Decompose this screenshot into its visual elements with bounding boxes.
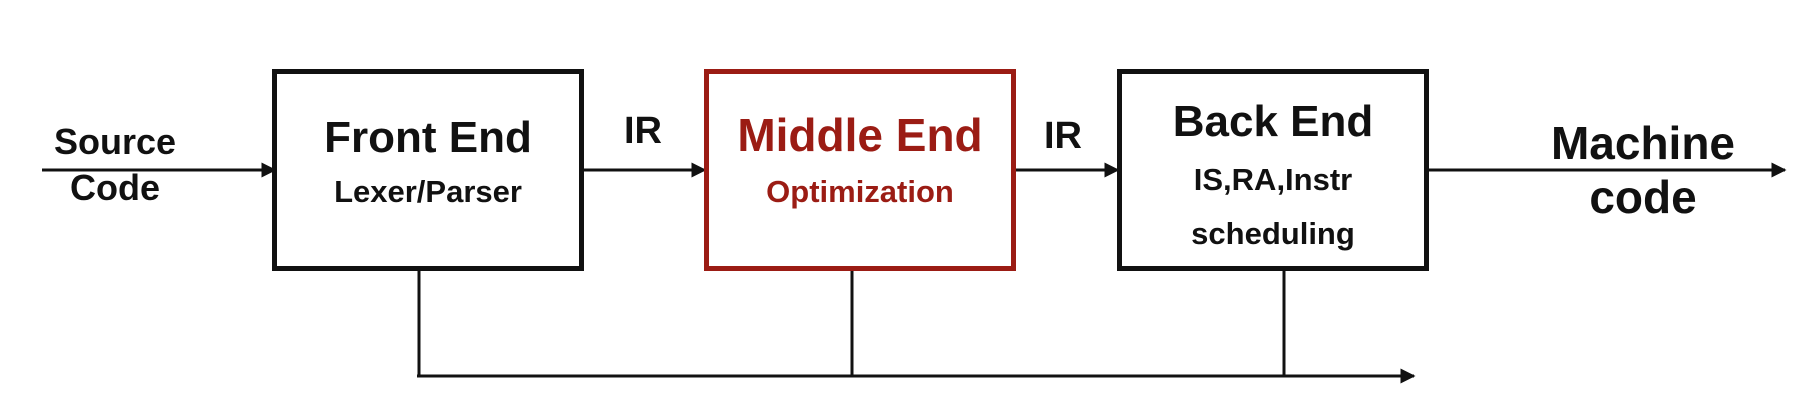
middle-end-title: Middle End xyxy=(737,109,983,161)
front-end-detail: Lexer/Parser xyxy=(334,174,522,209)
back-end-detail-line1: IS,RA,Instr xyxy=(1193,162,1353,197)
front-end-box: Front End Lexer/Parser xyxy=(272,69,584,271)
ir-label-left: IR xyxy=(624,110,662,152)
source-code-label-line1: Source xyxy=(53,121,177,162)
back-end-title: Back End xyxy=(1172,97,1374,146)
middle-end-box: Middle End Optimization xyxy=(704,69,1016,271)
machine-code-label-line1: Machine xyxy=(1550,117,1736,169)
source-code-label: Source Code xyxy=(40,124,190,206)
back-end-box: Back End IS,RA,Instr scheduling xyxy=(1117,69,1429,271)
machine-code-label-line2: code xyxy=(1589,171,1697,223)
source-code-label-line2: Code xyxy=(70,167,160,208)
machine-code-label: Machine code xyxy=(1528,120,1758,220)
middle-end-detail: Optimization xyxy=(766,174,954,209)
front-end-title: Front End xyxy=(324,113,532,162)
ir-label-right: IR xyxy=(1044,115,1082,157)
back-end-detail-line2: scheduling xyxy=(1191,216,1355,251)
